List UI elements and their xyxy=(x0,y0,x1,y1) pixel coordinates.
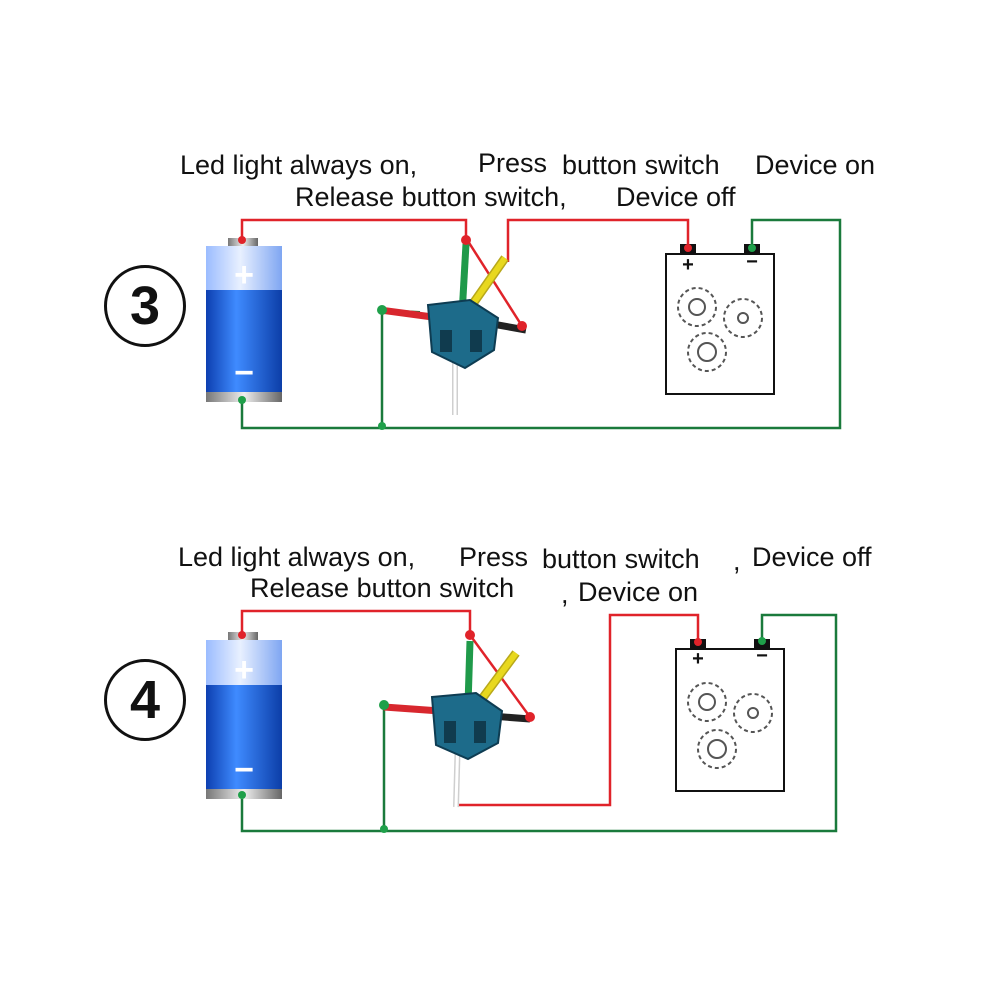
push-button-switch-icon xyxy=(379,630,535,808)
device-minus-symbol: − xyxy=(756,645,768,667)
device-motor-icon: + − xyxy=(665,244,775,395)
battery-icon: + − xyxy=(206,632,282,799)
positive-wire xyxy=(240,218,468,240)
battery-plus-symbol: + xyxy=(234,256,254,294)
label-led-always-on: Led light always on, xyxy=(178,542,416,572)
label-comma: , xyxy=(561,579,569,609)
step-number: 3 xyxy=(129,276,161,336)
negative-return-wire xyxy=(240,218,842,430)
battery-minus-symbol: − xyxy=(234,354,254,392)
step-number-badge: 4 xyxy=(104,659,186,741)
label-device-state-released: Device off xyxy=(616,182,736,212)
switch-red-links xyxy=(464,237,524,327)
circuit-diagram: + − + xyxy=(206,609,838,833)
label-led-always-on: Led light always on, xyxy=(180,150,418,180)
label-button-switch: button switch xyxy=(542,544,700,574)
battery-icon: + − xyxy=(206,238,282,402)
label-device-state-pressed: Device on xyxy=(755,150,876,180)
circuit-diagram: + − + xyxy=(206,218,842,430)
device-motor-icon: + − xyxy=(675,637,785,792)
negative-return-wire xyxy=(240,613,838,833)
label-release-button-switch: Release button switch, xyxy=(295,182,567,212)
label-device-state-released: Device on xyxy=(578,577,699,607)
battery-plus-symbol: + xyxy=(234,651,254,689)
label-release-button-switch: Release button switch xyxy=(250,573,515,603)
label-button-switch: button switch xyxy=(562,150,720,180)
battery-minus-symbol: − xyxy=(234,751,254,789)
device-positive-wire xyxy=(506,218,690,262)
label-device-state-pressed: Device off xyxy=(752,542,872,572)
wiring-diagram-3: Led light always on, Press button switch… xyxy=(104,148,876,430)
label-press: Press xyxy=(459,542,529,572)
step-number-badge: 3 xyxy=(104,265,186,347)
device-plus-symbol: + xyxy=(692,648,704,670)
label-comma: , xyxy=(733,546,741,576)
device-plus-symbol: + xyxy=(682,254,694,276)
step-number: 4 xyxy=(129,670,161,730)
label-press: Press xyxy=(478,148,548,178)
wiring-diagram-4: Led light always on, Press button switch… xyxy=(0,495,990,990)
device-positive-wire xyxy=(454,613,700,807)
device-minus-symbol: − xyxy=(746,251,758,273)
push-button-switch-icon xyxy=(377,235,527,415)
positive-wire xyxy=(240,609,472,635)
